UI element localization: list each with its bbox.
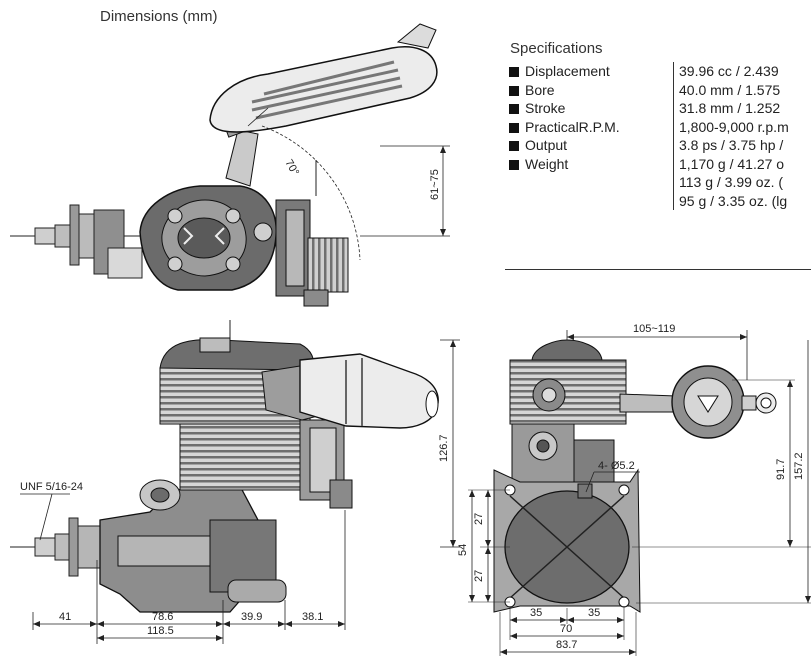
spec-label: Weight [525, 155, 569, 172]
bullet-square-icon [509, 67, 519, 77]
front-dim-27-bottom: 27 [473, 570, 485, 582]
spec-row-bore: Bore 40.0 mm / 1.575 [505, 80, 811, 99]
bullet-square-icon [509, 104, 519, 114]
specifications-title: Specifications [510, 40, 603, 57]
spec-value: 95 g / 3.35 oz. (lg [673, 191, 811, 210]
spec-row-weight: Weight 1,170 g / 41.27 o [505, 154, 811, 173]
spinner-nut [34, 227, 56, 245]
specifications-table: Displacement 39.96 cc / 2.439 Bore 40.0 … [505, 62, 811, 210]
front-dim-35-right: 35 [588, 607, 600, 619]
side-dim-39-9: 39.9 [241, 611, 262, 623]
front-dim-35-left: 35 [530, 607, 542, 619]
side-view [10, 320, 460, 644]
cylinder [179, 419, 321, 491]
front-dim-27-top: 27 [473, 513, 485, 525]
top-view [10, 23, 450, 307]
side-height-label: 126.7 [438, 434, 450, 462]
spec-row-weight-2: 113 g / 3.99 oz. ( [505, 173, 811, 192]
spec-value: 31.8 mm / 1.252 [673, 99, 811, 118]
muffler-outlet [396, 23, 437, 49]
spec-value: 3.8 ps / 3.75 hp / [673, 136, 811, 155]
spec-row-weight-3: 95 g / 3.35 oz. (lg [505, 191, 811, 210]
spec-label: Stroke [525, 100, 566, 116]
spec-value: 40.0 mm / 1.575 [673, 80, 811, 99]
muffler [209, 46, 438, 133]
spec-value: 39.96 cc / 2.439 [673, 62, 811, 81]
spec-value: 1,170 g / 41.27 o [673, 154, 811, 173]
front-cylinder [509, 359, 627, 425]
spec-label: Bore [525, 81, 555, 98]
front-dim-105-119: 105~119 [633, 323, 675, 335]
bullet-square-icon [509, 159, 519, 170]
front-dim-157-2: 157.2 [793, 452, 805, 480]
front-dim-70: 70 [560, 623, 572, 635]
spec-label: Displacement [525, 63, 610, 79]
front-holes-label: 4- Ø5.2 [598, 460, 635, 472]
prop-washer [69, 204, 80, 266]
side-dim-78-6: 78.6 [152, 611, 173, 623]
bullet-square-icon [509, 122, 519, 133]
bullet-square-icon [509, 85, 519, 96]
spec-row-displacement: Displacement 39.96 cc / 2.439 [505, 62, 811, 81]
dimensions-title: Dimensions (mm) [100, 8, 218, 25]
spec-value: 113 g / 3.99 oz. ( [673, 173, 811, 192]
front-view [468, 330, 811, 656]
exhaust-pipe [225, 129, 259, 187]
front-dim-54: 54 [457, 544, 469, 556]
thread-label: UNF 5/16-24 [20, 481, 83, 493]
table-bottom-rule [505, 269, 811, 270]
side-muffler [299, 353, 439, 429]
bullet-square-icon [509, 141, 519, 151]
spec-label: Output [525, 137, 568, 153]
angle-label: 70° [282, 158, 301, 178]
side-dim-41: 41 [59, 611, 71, 623]
spec-row-output: Output 3.8 ps / 3.75 hp / [505, 136, 811, 155]
front-dim-83-7: 83.7 [556, 639, 577, 651]
front-dim-91-7: 91.7 [775, 459, 787, 480]
spec-row-stroke: Stroke 31.8 mm / 1.252 [505, 99, 811, 118]
side-dim-118-5: 118.5 [147, 625, 174, 637]
spec-value: 1,800-9,000 r.p.m [673, 117, 811, 136]
top-height-label: 61~75 [429, 169, 441, 200]
spec-row-practical-rpm: PracticalR.P.M. 1,800-9,000 r.p.m [505, 117, 811, 136]
spec-label: PracticalR.P.M. [525, 118, 620, 135]
side-dim-38-1: 38.1 [302, 611, 323, 623]
